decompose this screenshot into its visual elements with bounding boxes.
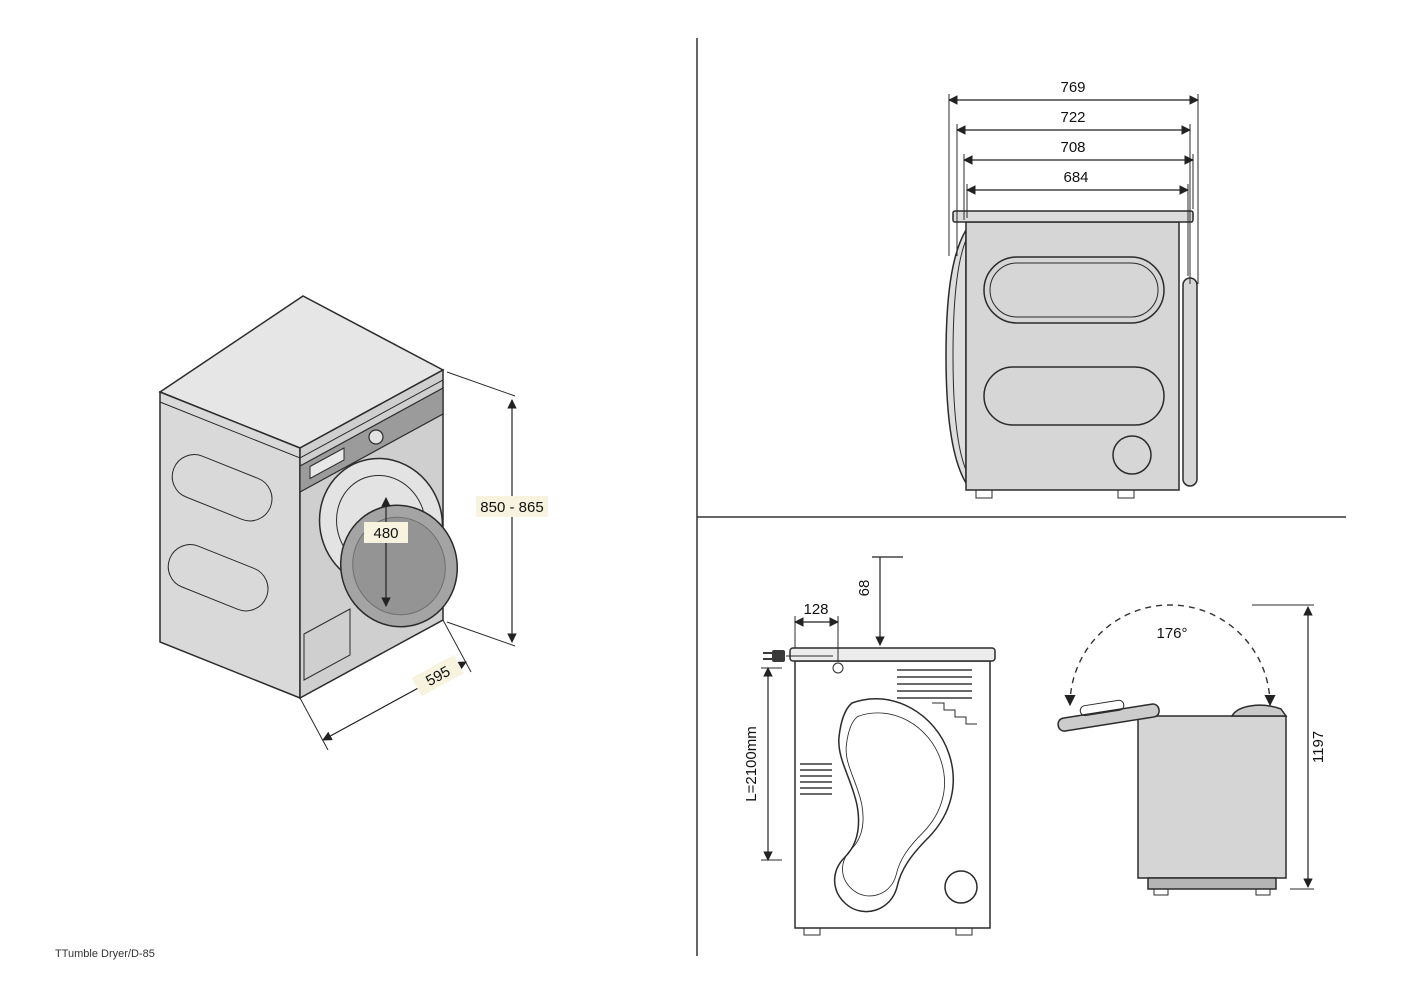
rear-dim-3-label: 708	[1060, 139, 1085, 156]
lid-view-foot-right	[1255, 888, 1271, 896]
side-inlet-circle	[944, 870, 978, 904]
display-window	[309, 447, 345, 480]
right-side-strip	[1182, 277, 1198, 487]
rear-dim-1-label: 769	[1060, 79, 1085, 96]
rear-dim-3: 708	[963, 139, 1194, 220]
lid-view-foot-left	[1153, 888, 1169, 896]
plug-icon	[772, 650, 785, 662]
open-height-dimension: 1197	[1252, 604, 1327, 890]
rear-dim-2-label: 722	[1060, 109, 1085, 126]
cord-offset-label: 128	[803, 601, 828, 618]
rear-emboss-upper-inner	[989, 262, 1159, 318]
side-foot-left	[803, 927, 821, 936]
door-diameter-dimension: 480	[364, 497, 408, 607]
left-side-panel-curve	[945, 227, 967, 486]
duct-offset-dimension: 68	[856, 556, 903, 646]
lid-view-body	[1137, 715, 1287, 879]
isometric-view: 480 850 - 865 595	[158, 295, 548, 751]
top-vent-slats	[897, 669, 972, 699]
foot-left	[975, 489, 993, 499]
height-dimension-label: 850 - 865	[480, 499, 543, 516]
cord-length-label: L=2100mm	[743, 726, 760, 801]
rear-emboss-upper-outer	[983, 256, 1165, 324]
opening-angle-label: 176°	[1156, 625, 1187, 642]
lid-rear-edge	[1230, 704, 1288, 717]
open-height-label: 1197	[1310, 731, 1327, 763]
left-vent-slats	[800, 763, 832, 795]
divider-lines	[696, 38, 1346, 956]
lid-open-view: 176° 1197	[1057, 604, 1327, 896]
rear-emboss-lower	[983, 366, 1165, 426]
program-knob	[368, 429, 384, 445]
vent-steps	[932, 702, 977, 725]
side-cutaway-view: 128 68 L=2100mm	[743, 556, 996, 936]
rear-body	[965, 221, 1180, 491]
model-label: TTumble Dryer/D-85	[55, 948, 155, 960]
side-panel-emboss-lower	[167, 544, 269, 612]
top-panel-edge	[952, 210, 1194, 223]
rear-dim-2: 722	[956, 109, 1191, 284]
side-top-panel	[789, 647, 996, 662]
rear-view: 769 722 708 684	[945, 79, 1199, 499]
rear-dim-1: 769	[948, 79, 1199, 284]
cord-anchor-circle	[832, 662, 844, 674]
base-plinth	[1147, 877, 1277, 890]
cord-offset-dimension: 128	[794, 601, 839, 662]
opening-angle-arc	[1064, 604, 1276, 707]
cord-length-dimension: L=2100mm	[743, 667, 782, 861]
foot-right	[1117, 489, 1135, 499]
air-duct-outer	[833, 698, 954, 913]
filter-flap	[303, 608, 351, 681]
left-side-panel-inner-curve	[952, 239, 967, 471]
rear-dim-4-label: 684	[1063, 169, 1088, 186]
top-panel-lip	[159, 379, 444, 459]
door-diameter-label: 480	[373, 525, 398, 542]
side-foot-right	[955, 927, 973, 936]
duct-offset-label: 68	[856, 580, 873, 597]
rear-inlet-circle	[1112, 435, 1152, 475]
side-panel-emboss-upper	[171, 454, 273, 522]
air-duct-inner	[842, 712, 945, 897]
height-dimension: 850 - 865	[446, 371, 548, 647]
rear-dim-4: 684	[966, 169, 1189, 276]
